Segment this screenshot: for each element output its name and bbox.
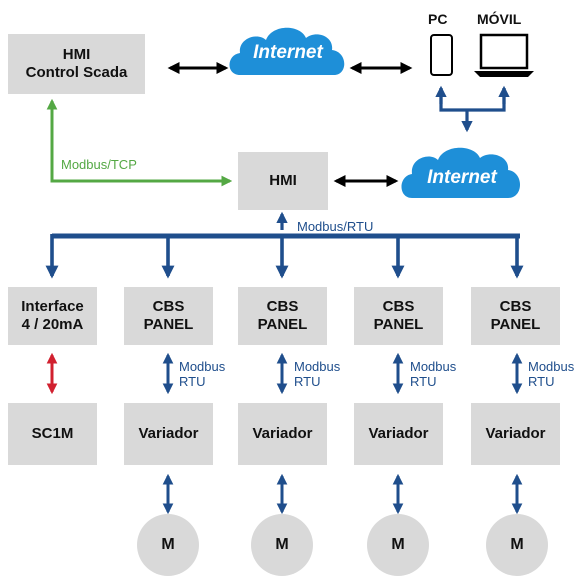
pc-label: PC	[428, 11, 448, 27]
hmi-label: HMI	[269, 172, 297, 189]
variador-label: Variador	[252, 425, 313, 442]
scada-box: HMI Control Scada	[8, 34, 145, 94]
motor-3: M	[367, 514, 429, 576]
panel-line1: CBS	[499, 298, 532, 315]
link-label-line1: Modbus	[528, 359, 575, 374]
link-label-line2: RTU	[294, 374, 321, 389]
motor-label: M	[391, 536, 405, 553]
variador-label: Variador	[368, 425, 429, 442]
internet-cloud-right	[401, 147, 520, 198]
link-label-line2: RTU	[528, 374, 555, 389]
internet-top-label: Internet	[253, 42, 323, 63]
internet-cloud-top	[229, 27, 345, 75]
panel-line1: CBS	[266, 298, 299, 315]
panel-variador-links	[162, 352, 523, 395]
link-label-line2: RTU	[179, 374, 206, 389]
interface-box: Interface 4 / 20mA	[8, 287, 97, 345]
motor-label: M	[510, 536, 524, 553]
panel-line2: PANEL	[143, 316, 194, 333]
motor-label: M	[161, 536, 175, 553]
motor-1: M	[137, 514, 199, 576]
hmi-box: HMI	[238, 152, 328, 210]
variador-box-3: Variador	[354, 403, 443, 465]
panel-line1: CBS	[382, 298, 415, 315]
link-label-line1: Modbus	[294, 359, 341, 374]
link-label-line1: Modbus	[179, 359, 226, 374]
variador-box-2: Variador	[238, 403, 327, 465]
link-label-line2: RTU	[410, 374, 437, 389]
internet-right-label: Internet	[427, 167, 497, 188]
variador-box-4: Variador	[471, 403, 560, 465]
variador-motor-links	[162, 473, 523, 515]
link-label-line1: Modbus	[410, 359, 457, 374]
variador-label: Variador	[138, 425, 199, 442]
interface-line1: Interface	[21, 298, 84, 315]
modbus-tcp-label: Modbus/TCP	[61, 157, 137, 172]
motor-4: M	[486, 514, 548, 576]
interface-line2: 4 / 20mA	[21, 316, 84, 333]
sc1m-box: SC1M	[8, 403, 97, 465]
motor-label: M	[275, 536, 289, 553]
modbus-rtu-bus-label: Modbus/RTU	[297, 219, 374, 234]
panel-line2: PANEL	[490, 316, 541, 333]
variador-box-1: Variador	[124, 403, 213, 465]
scada-line2: Control Scada	[25, 64, 128, 81]
movil-label: MÓVIL	[477, 11, 522, 27]
sc1m-label: SC1M	[31, 425, 74, 442]
panel-line1: CBS	[152, 298, 185, 315]
variador-label: Variador	[485, 425, 546, 442]
panel-line2: PANEL	[257, 316, 308, 333]
devices-merge-connector	[439, 88, 506, 130]
panel-line2: PANEL	[373, 316, 424, 333]
smartphone-icon	[430, 34, 453, 76]
scada-line1: HMI	[62, 46, 91, 63]
laptop-icon	[474, 33, 534, 77]
motor-2: M	[251, 514, 313, 576]
